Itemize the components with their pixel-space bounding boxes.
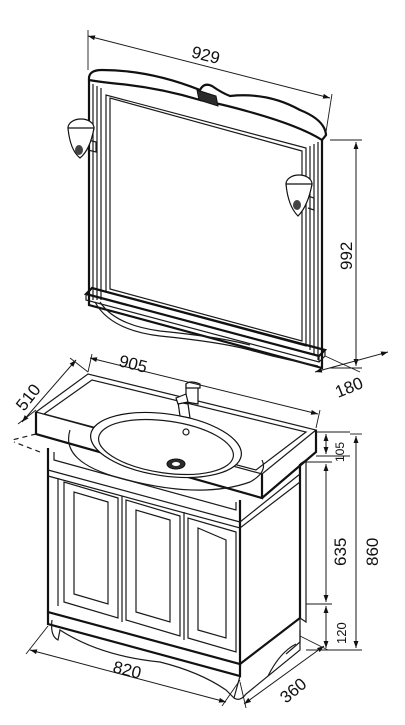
overhang-line xyxy=(11,433,37,441)
dim-base-depth: 360 xyxy=(239,635,329,709)
faucet xyxy=(175,381,201,419)
door-left xyxy=(63,481,119,619)
door-center xyxy=(125,499,181,637)
dim-mirror-height: 992 xyxy=(330,139,362,369)
mirror xyxy=(83,68,328,370)
vanity xyxy=(11,373,318,700)
dim-leg-height: 120 xyxy=(323,606,349,648)
basin xyxy=(68,429,265,491)
label-base-width: 820 xyxy=(111,657,143,682)
mirror-crown-ornament xyxy=(196,89,219,107)
basin-bowl xyxy=(90,411,242,479)
mirror-shelf xyxy=(83,286,328,358)
label-top-thickness: 105 xyxy=(333,442,347,462)
label-leg-height: 120 xyxy=(334,622,349,644)
dim-top-thickness: 105 xyxy=(316,431,350,462)
label-top-width: 905 xyxy=(117,351,149,376)
label-mirror-height: 992 xyxy=(337,242,356,270)
dim-mirror-width: 929 xyxy=(87,30,333,133)
label-base-depth: 360 xyxy=(276,674,310,707)
dim-mirror-depth: 180 xyxy=(314,351,389,402)
label-body-height: 635 xyxy=(331,538,350,566)
dim-body-height: 635 xyxy=(306,461,350,605)
label-mirror-depth: 180 xyxy=(332,373,365,401)
lamp-left xyxy=(67,118,97,159)
door-right xyxy=(187,517,237,653)
label-total-height: 860 xyxy=(363,538,382,566)
cabinet-body xyxy=(46,448,242,666)
label-mirror-width: 929 xyxy=(190,43,222,68)
mirror-crown xyxy=(87,68,328,142)
cabinet-base xyxy=(46,612,242,678)
lamp-right xyxy=(285,174,315,217)
